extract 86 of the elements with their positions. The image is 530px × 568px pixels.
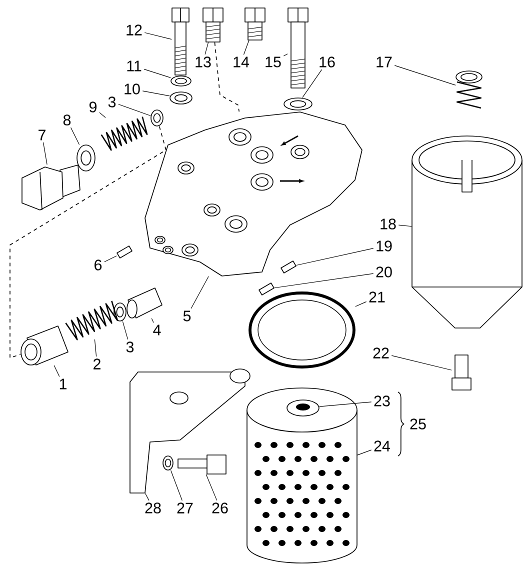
spring-drawing (100, 116, 148, 151)
callout-number: 8 (63, 114, 71, 126)
callout-number: 14 (234, 56, 250, 68)
callout-number: 3 (126, 342, 134, 352)
callout-number: 3 (108, 96, 116, 108)
screw-drawing (258, 282, 274, 296)
bolt-drawing (172, 8, 190, 76)
callout-number: 23 (374, 396, 390, 406)
leader-line (104, 256, 117, 262)
fitting-drawing (244, 8, 266, 40)
leader-line (144, 32, 172, 40)
callout-number: 17 (376, 56, 392, 68)
housing-drawing (144, 112, 362, 276)
callout-number: 12 (126, 24, 142, 36)
sleeve-drawing (20, 326, 68, 366)
callout-number: 24 (374, 440, 390, 452)
callout-number: 16 (320, 56, 335, 68)
dashed-line (10, 126, 166, 358)
gasket-drawing (248, 292, 356, 368)
ring-drawing (286, 400, 320, 416)
bracket-drawing (130, 368, 250, 494)
callout-number: 22 (373, 348, 389, 358)
leader-line (122, 321, 128, 340)
callout-number: 11 (127, 60, 142, 72)
callout-number: 10 (124, 84, 140, 94)
leader-line (394, 65, 456, 86)
callout-number: 20 (376, 266, 392, 278)
drain-plug-drawing (452, 354, 472, 390)
washer-drawing (162, 456, 174, 470)
leader-line (94, 339, 97, 357)
leader-line (357, 450, 372, 456)
bolt-drawing (178, 454, 226, 474)
leader-line (70, 127, 80, 145)
washer-drawing (170, 92, 192, 104)
leader-line (42, 142, 48, 165)
dashed-line (214, 42, 240, 112)
callout-number: 15 (266, 56, 281, 68)
callout-number: 25 (410, 418, 426, 430)
callout-number: 28 (145, 502, 161, 514)
leader-line (296, 248, 374, 266)
callout-number: 18 (380, 218, 396, 230)
leader-line (319, 402, 372, 407)
spring-drawing (456, 70, 482, 109)
callout-number: 6 (94, 260, 102, 270)
callout-number: 5 (183, 310, 191, 322)
callout-number: 2 (94, 358, 100, 370)
washer-drawing (76, 144, 96, 172)
filter-element-drawing (246, 388, 358, 564)
washer-drawing (170, 76, 192, 86)
callout-number: 1 (60, 378, 66, 390)
leader-line (391, 355, 452, 370)
leader-line (398, 224, 412, 227)
leader-line (99, 112, 106, 118)
leader-line (118, 104, 151, 116)
callout-number: 27 (177, 502, 193, 514)
callout-number: 13 (196, 56, 211, 68)
bolt-drawing (288, 8, 308, 88)
plug-drawing (22, 164, 80, 210)
callout-number: 7 (38, 130, 46, 140)
washer-drawing (284, 98, 312, 110)
leader-line (151, 318, 154, 323)
callout-number: 26 (212, 502, 228, 514)
callout-number: 21 (369, 292, 385, 302)
leader-line (355, 301, 367, 307)
leader-line (204, 42, 209, 55)
leader-line (302, 69, 322, 98)
screw-drawing (280, 260, 296, 274)
spring-drawing (65, 300, 118, 340)
leader-line (54, 365, 60, 377)
leader-line (243, 40, 250, 55)
callout-number: 9 (89, 102, 97, 112)
leader-line (170, 470, 182, 501)
leader-line (206, 474, 218, 501)
callout-number: 19 (376, 240, 392, 252)
leader-line (142, 90, 170, 96)
leader-line (283, 54, 288, 56)
washer-drawing (150, 110, 164, 126)
washer-drawing (114, 302, 126, 322)
fitting-drawing (202, 8, 224, 42)
leader-line (190, 276, 209, 309)
bowl-drawing (412, 136, 522, 328)
leader-line (144, 493, 150, 501)
callout-number: 4 (153, 324, 161, 336)
leader-line (274, 273, 374, 288)
screw-drawing (116, 246, 132, 258)
leader-line (144, 68, 171, 78)
